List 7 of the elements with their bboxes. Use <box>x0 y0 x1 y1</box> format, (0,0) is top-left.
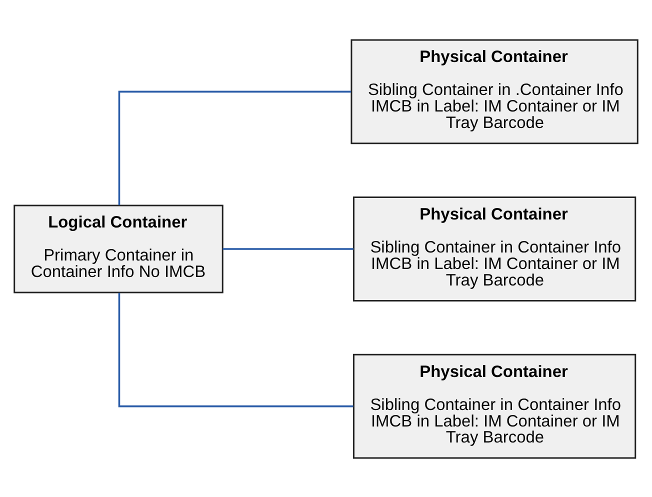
node-box: Physical Container Sibling Container in .Container Info IMCB in Label: IM Container or IM Tray Barcode <box>350 38 638 144</box>
node-box: Logical Container Primary Container in Container Info No IMCB <box>14 204 224 293</box>
node-box: Physical Container Sibling Container in Container Info IMCB in Label: IM Container or IM Tray Barcode <box>352 196 636 301</box>
connector <box>118 292 354 407</box>
connector <box>118 90 352 205</box>
connector <box>222 248 354 250</box>
node-box: Physical Container Sibling Container in Container Info IMCB in Label: IM Container or IM Tray Barcode <box>352 353 636 458</box>
